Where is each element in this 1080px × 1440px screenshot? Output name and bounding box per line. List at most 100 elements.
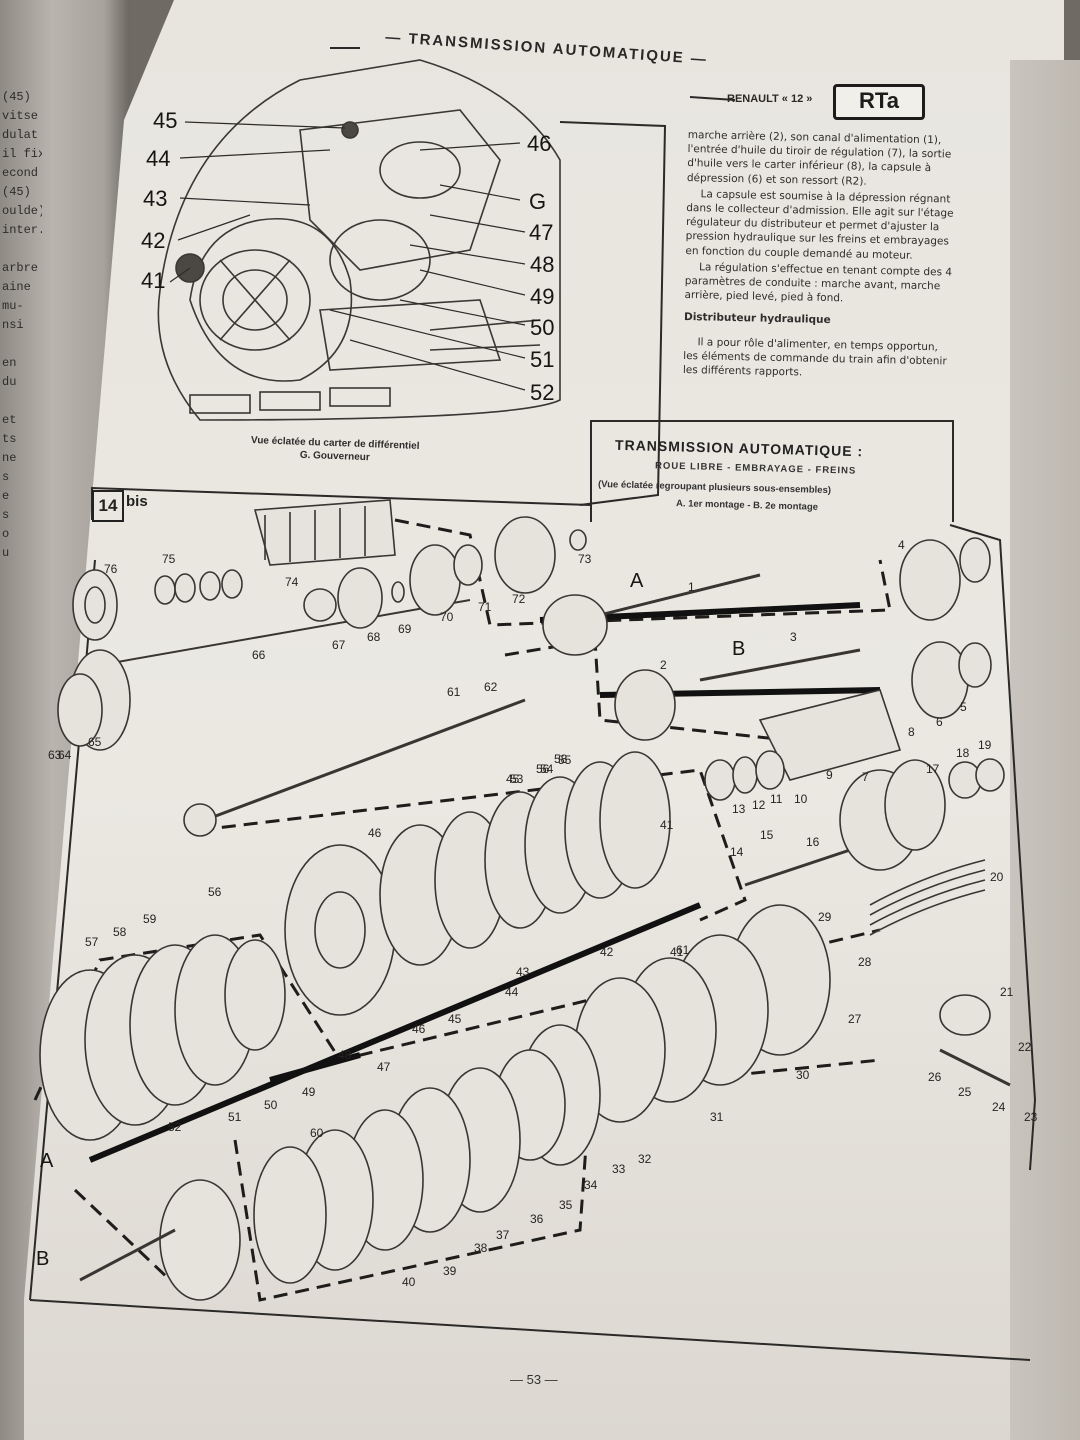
part-number-58: 58	[554, 752, 568, 766]
part-number-56: 56	[536, 762, 550, 776]
brand-label: RENAULT « 12 »	[727, 93, 813, 105]
part-number-51: 51	[228, 1110, 242, 1124]
part-number-75: 75	[162, 552, 176, 566]
part-number-27: 27	[848, 1012, 862, 1026]
part-number-69: 69	[398, 622, 412, 636]
callout-52: 52	[530, 380, 555, 405]
callout-41: 41	[141, 268, 166, 293]
part-number-15: 15	[760, 828, 774, 842]
differential-carter-drawing	[157, 59, 561, 421]
part-number-44: 44	[505, 985, 519, 999]
part-number-38: 38	[474, 1241, 488, 1255]
part-number-14: 14	[730, 845, 744, 859]
part-number-20: 20	[990, 870, 1004, 884]
callout-43: 43	[143, 186, 168, 211]
part-number-7: 7	[862, 770, 869, 784]
left-page-fragment: (45)	[2, 185, 31, 199]
part-number-50: 50	[264, 1098, 278, 1112]
left-page-fragment: inter.	[2, 223, 42, 237]
callout-44: 44	[146, 146, 171, 171]
left-page-fragment: s	[2, 508, 10, 522]
paragraph-2: La capsule est soumise à la dépression r…	[685, 188, 954, 262]
body-text-column: marche arrière (2), son canal d'alimenta…	[683, 128, 958, 385]
part-number-48: 48	[338, 1048, 352, 1062]
part-number-28: 28	[858, 955, 872, 969]
part-number-22: 22	[1018, 1040, 1032, 1054]
paragraph-4: Il a pour rôle d'alimenter, en temps opp…	[682, 335, 947, 379]
left-page-fragment: oulde)	[2, 204, 42, 218]
part-number-32: 32	[638, 1152, 652, 1166]
left-page-fragment: u	[2, 546, 10, 560]
part-number-10: 10	[794, 792, 808, 806]
part-number-4: 4	[898, 538, 905, 552]
part-number-68: 68	[367, 630, 381, 644]
part-number-34: 34	[584, 1178, 598, 1192]
part-number-23: 23	[1024, 1110, 1038, 1124]
part-number-52: 52	[168, 1120, 182, 1134]
rta-logo: RTa	[833, 84, 925, 120]
left-page-fragment: du	[2, 375, 17, 389]
part-number-2: 2	[660, 658, 667, 672]
part-number-66: 66	[252, 648, 266, 662]
part-number-46: 46	[412, 1022, 426, 1036]
callout-45: 45	[153, 108, 178, 133]
part-number-8: 8	[908, 725, 915, 739]
part-number-53: 53	[510, 772, 524, 786]
part-number-21: 21	[1000, 985, 1014, 999]
part-number-71: 71	[478, 600, 492, 614]
left-page-fragment: econd	[2, 166, 39, 180]
part-number-41: 41	[670, 945, 684, 959]
variant-letter-a: A	[630, 570, 644, 592]
part-number-61: 61	[676, 943, 690, 957]
part-number-73: 73	[578, 552, 592, 566]
part-number-45: 45	[448, 1012, 462, 1026]
callout-47: 47	[529, 220, 554, 245]
part-number-70: 70	[440, 610, 454, 624]
part-number-16: 16	[806, 835, 820, 849]
part-number-33: 33	[612, 1162, 626, 1176]
callout-51: 51	[530, 347, 555, 372]
part-number-17: 17	[926, 762, 940, 776]
part-number-54: 54	[540, 762, 554, 776]
part-number-9: 9	[826, 768, 833, 782]
part-number-76: 76	[104, 562, 118, 576]
part-number-60: 60	[310, 1126, 324, 1140]
left-page-fragment: e	[2, 489, 10, 503]
part-number-6: 6	[936, 715, 943, 729]
part-number-74: 74	[285, 575, 299, 589]
part-number-26: 26	[928, 1070, 942, 1084]
variant-letter-a-lower: A	[40, 1150, 54, 1172]
part-number-57: 57	[85, 935, 99, 949]
left-page-fragment: mu-	[2, 299, 24, 313]
part-number-72: 72	[512, 592, 526, 606]
left-page-fragment: et	[2, 413, 17, 427]
part-number-64: 64	[58, 748, 72, 762]
part-number-49: 49	[302, 1085, 316, 1099]
section-heading: Distributeur hydraulique	[683, 311, 831, 327]
part-number-35: 35	[559, 1198, 573, 1212]
part-number-58: 58	[113, 925, 127, 939]
part-number-43: 43	[516, 965, 530, 979]
callout-50: 50	[530, 315, 555, 340]
page-stack-edge	[1010, 60, 1080, 1440]
part-number-61: 61	[447, 685, 461, 699]
part-number-36: 36	[530, 1212, 544, 1226]
figure-suffix: bis	[126, 493, 148, 510]
left-page-fragment: dulat	[2, 128, 39, 142]
figure-number: 14	[92, 490, 124, 522]
left-page-fragment: ne	[2, 451, 17, 465]
part-number-3: 3	[790, 630, 797, 644]
part-number-65: 65	[88, 735, 102, 749]
part-number-46: 46	[368, 826, 382, 840]
callout-g: G	[529, 189, 547, 214]
part-number-62: 62	[484, 680, 498, 694]
part-number-12: 12	[752, 798, 766, 812]
part-number-11: 11	[770, 792, 783, 806]
callout-48: 48	[530, 252, 555, 277]
part-number-1: 1	[688, 580, 695, 594]
variant-letter-b-lower: B	[36, 1248, 50, 1270]
parts-drawing	[39, 499, 1011, 1301]
part-number-29: 29	[818, 910, 832, 924]
part-number-55: 55	[558, 753, 572, 767]
